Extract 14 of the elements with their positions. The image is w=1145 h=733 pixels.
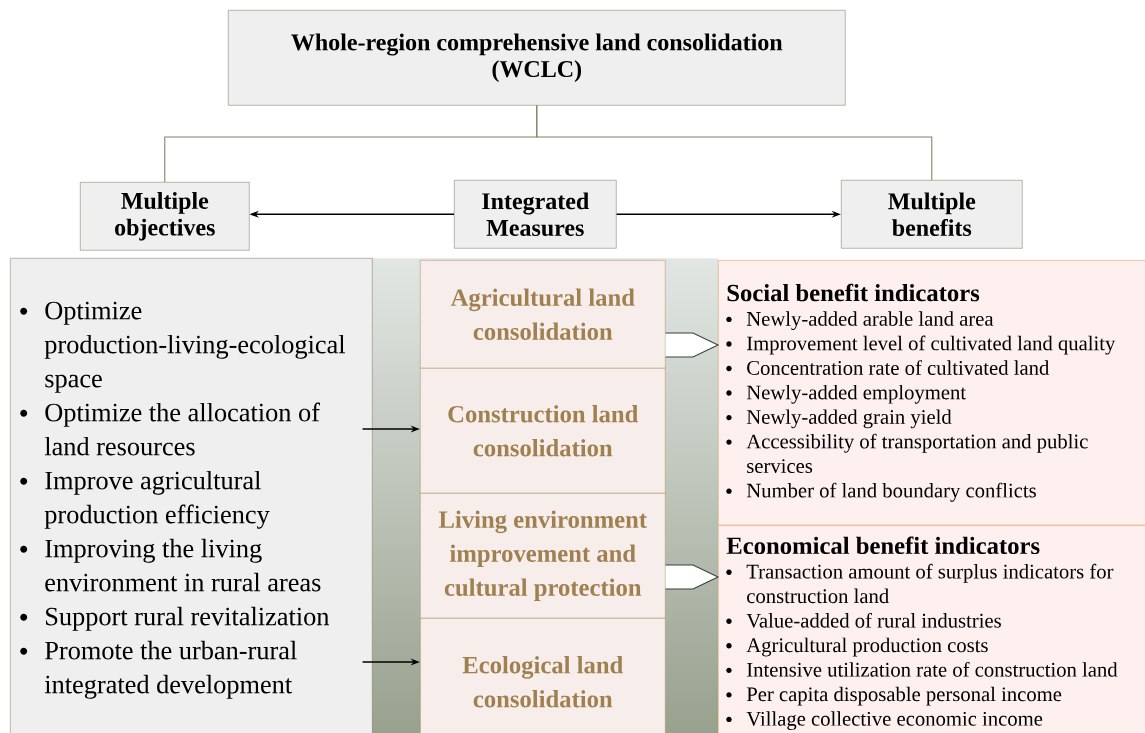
title-box: Multiple objectives: [80, 182, 250, 251]
measure-box: Living environment improvement and cultural protection: [420, 493, 666, 619]
title-box: Integrated Measures: [454, 180, 617, 249]
block-arrow: [665, 332, 720, 358]
indicator-box: Economical benefit indicators Transaction amount of surplus indicators for construction land Value-added of rural industries Agricultural production costs Intensive utilization rate of construction land Per capita disposable personal income Village collective economic income: [718, 525, 1145, 733]
measure-box: Ecological land consolidation: [420, 618, 666, 733]
indicator-box: Social benefit indicators Newly-added arable land area Improvement level of cultivated land quality Concentration rate of cultivated land Newly-added employment Newly-added grain yield Accessibility of transportation and public services Number of land boundary conflicts: [718, 260, 1145, 526]
objectives-panel: Optimize production-living-ecological space Optimize the allocation of land resources Improve agricultural production efficiency Improving the living environment in rural areas Support rural revitalization Promote the urban-rural integrated development: [10, 258, 373, 733]
title-box: Whole-region comprehensive land consolidation (WCLC): [228, 10, 846, 106]
measure-box: Construction land consolidation: [420, 368, 666, 494]
title-box: Multiple benefits: [841, 180, 1023, 249]
block-arrow: [665, 564, 720, 590]
connector-line: [536, 105, 933, 181]
measure-box: Agricultural land consolidation: [420, 260, 666, 369]
